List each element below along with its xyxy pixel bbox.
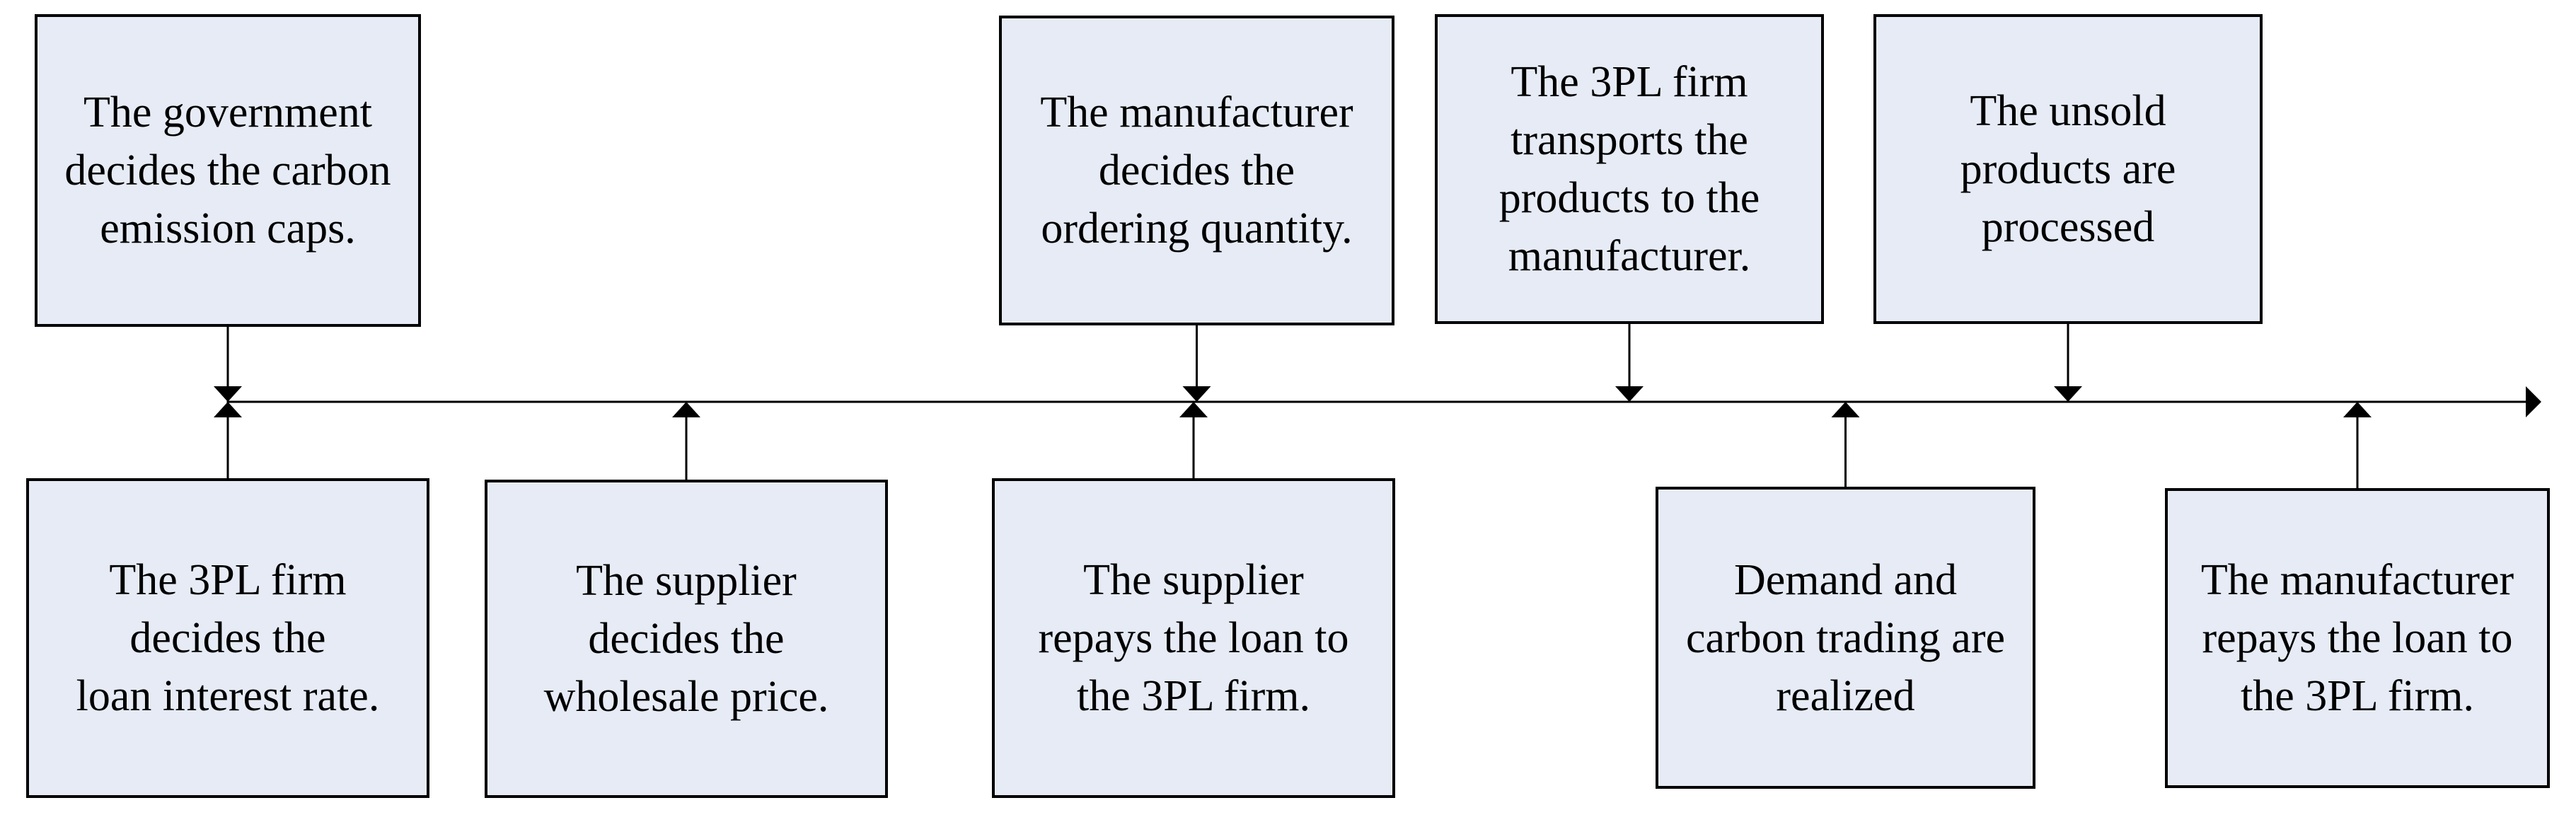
event-box-text: Demand and carbon trading are realized <box>1686 555 2005 720</box>
timeline-end-arrowhead <box>2526 386 2541 417</box>
event-box-supplier-wholesale: The supplier decides the wholesale price… <box>485 480 888 798</box>
event-box-text: The 3PL firm transports the products to … <box>1498 58 1760 280</box>
event-box-government-caps: The government decides the carbon emissi… <box>35 14 421 327</box>
down-arrowhead <box>2054 386 2082 402</box>
down-arrowhead <box>1182 386 1211 402</box>
event-box-demand-carbon: Demand and carbon trading are realized <box>1656 487 2035 789</box>
up-arrowhead <box>672 402 700 417</box>
event-box-text: The supplier repays the loan to the 3PL … <box>1038 556 1349 720</box>
up-arrowhead <box>1179 402 1208 417</box>
event-box-text: The manufacturer repays the loan to the … <box>2200 556 2514 720</box>
event-box-manufacturer-order: The manufacturer decides the ordering qu… <box>999 16 1394 325</box>
event-box-manufacturer-repays: The manufacturer repays the loan to the … <box>2165 488 2550 788</box>
down-arrowhead <box>1615 386 1644 402</box>
event-box-text: The manufacturer decides the ordering qu… <box>1040 88 1353 253</box>
up-arrowhead <box>1831 402 1860 417</box>
event-box-text: The government decides the carbon emissi… <box>64 88 391 253</box>
event-box-text: The unsold products are processed <box>1960 87 2176 251</box>
event-box-text: The supplier decides the wholesale price… <box>543 557 829 721</box>
event-box-3pl-interest-rate: The 3PL firm decides the loan interest r… <box>26 478 429 798</box>
down-arrowhead <box>214 386 242 402</box>
up-arrowhead <box>214 402 242 417</box>
event-box-unsold-processed: The unsold products are processed <box>1873 14 2263 324</box>
event-box-supplier-repays: The supplier repays the loan to the 3PL … <box>992 478 1395 798</box>
event-box-text: The 3PL firm decides the loan interest r… <box>76 556 380 720</box>
up-arrowhead <box>2343 402 2372 417</box>
event-box-3pl-transport: The 3PL firm transports the products to … <box>1435 14 1824 324</box>
